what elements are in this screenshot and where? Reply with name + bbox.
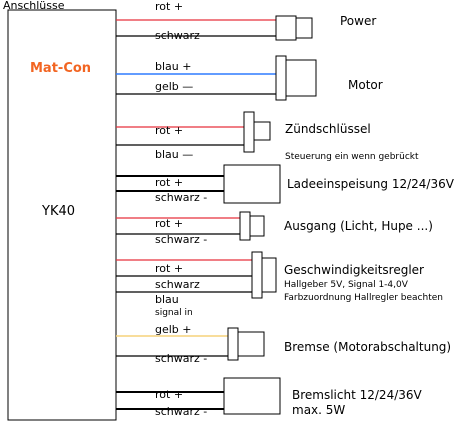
connector-plug <box>295 17 313 39</box>
wire-label: rot + <box>155 262 183 275</box>
wire-label: rot + <box>155 388 183 401</box>
connector-title: Geschwindigkeitsregler <box>284 263 424 277</box>
wire-label: rot + <box>155 217 183 230</box>
connector-plug <box>243 111 255 153</box>
connector-throttle: rot + schwarz blau signal in Geschwindig… <box>116 251 443 318</box>
wire-label: schwarz - <box>155 352 207 365</box>
connector-ignition: rot + blau — Zündschlüssel Steuerung ein… <box>116 111 419 162</box>
connector-brake: gelb + schwarz - Bremse (Motorabschaltun… <box>116 323 451 365</box>
wire-label: rot + <box>155 0 183 13</box>
connector-plug <box>275 15 297 41</box>
connector-title: Motor <box>348 78 383 92</box>
connector-plug <box>239 211 251 241</box>
wire-label: rot + <box>155 176 183 189</box>
connector-plug <box>275 55 287 101</box>
connector-brakelight: rot + schwarz - Bremslicht 12/24/36V max… <box>116 377 423 418</box>
connector-plug <box>285 59 317 97</box>
connector-motor: blau + gelb — Motor <box>116 55 383 101</box>
wire-label: blau — <box>155 148 193 161</box>
connector-title: Bremslicht 12/24/36V <box>292 388 423 402</box>
wire-label: blau <box>155 293 179 306</box>
connector-output: rot + schwarz - Ausgang (Licht, Hupe ...… <box>116 211 433 246</box>
wire-label: schwarz - <box>155 29 207 42</box>
connector-plug <box>223 164 281 204</box>
controller-model: YK40 <box>41 204 75 219</box>
controller-box <box>7 9 117 421</box>
connector-plug <box>223 377 281 415</box>
wire-label: schwarz - <box>155 405 207 418</box>
connector-plug <box>237 331 265 357</box>
wire-label: rot + <box>155 124 183 137</box>
connector-title: Ladeeinspeisung 12/24/36V <box>287 177 455 191</box>
wire-sublabel: signal in <box>155 308 193 318</box>
connector-note: Farbzuordnung Hallregler beachten <box>284 293 443 303</box>
wire-label: gelb + <box>155 323 192 336</box>
connector-note: Hallgeber 5V, Signal 1-4,0V <box>284 280 409 290</box>
wire-label: schwarz - <box>155 191 207 204</box>
connector-charging: rot + schwarz - Ladeeinspeisung 12/24/36… <box>116 164 455 204</box>
wire-label: schwarz <box>155 278 200 291</box>
wire-label: blau + <box>155 60 191 73</box>
wire-label: schwarz - <box>155 233 207 246</box>
wire-label: gelb — <box>155 80 193 93</box>
connector-title: Power <box>340 14 376 28</box>
connector-power: rot + schwarz - Power <box>116 0 376 42</box>
controller-brand: Mat-Con <box>30 61 91 76</box>
connector-title: Bremse (Motorabschaltung) <box>284 340 451 354</box>
connector-plug <box>261 257 277 293</box>
connector-title-2: max. 5W <box>292 403 345 417</box>
connector-plug <box>249 215 265 237</box>
connector-title: Ausgang (Licht, Hupe ...) <box>284 219 433 233</box>
connector-note: Steuerung ein wenn gebrückt <box>285 152 419 162</box>
connector-plug <box>251 251 263 299</box>
header-title: Anschlüsse <box>3 0 65 12</box>
connector-plug <box>253 121 271 141</box>
connector-title: Zündschlüssel <box>285 122 371 136</box>
connector-plug <box>227 327 239 361</box>
